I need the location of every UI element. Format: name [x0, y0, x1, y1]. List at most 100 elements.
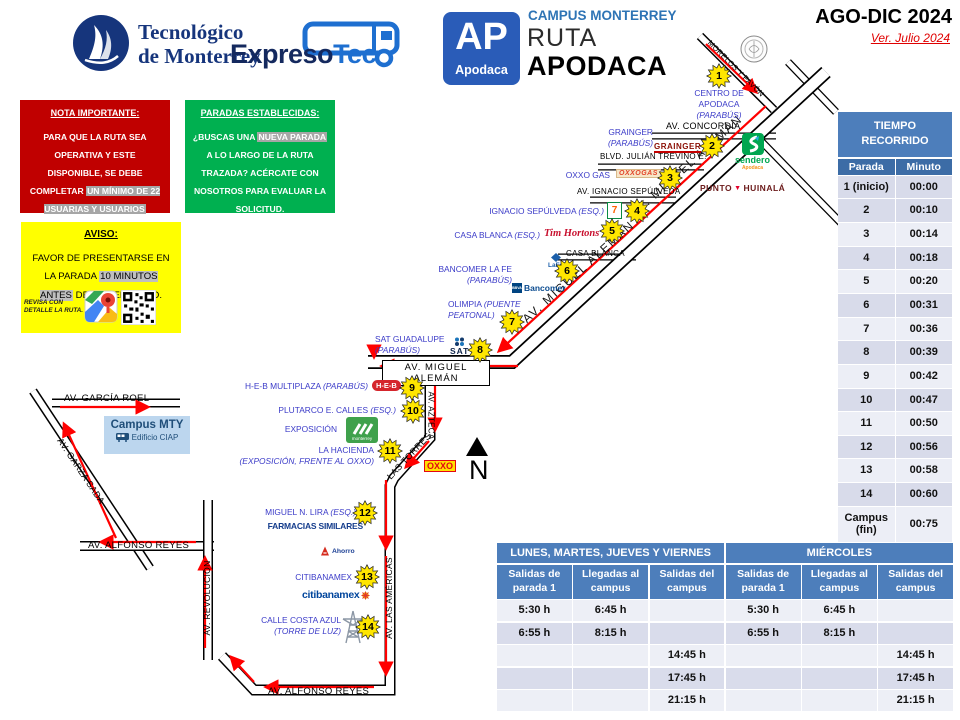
schedule-table: LUNES, MARTES, JUEVES Y VIERNES MIÉRCOLE…	[497, 543, 953, 711]
stop-marker-12: 12	[352, 500, 378, 526]
schedule-cell: 6:55 h	[497, 622, 572, 644]
stop-marker-9: 9	[399, 375, 425, 401]
tiempo-cell: 00:58	[895, 459, 952, 483]
schedule-cell: 8:15 h	[573, 622, 648, 644]
tiempo-cell: 00:60	[895, 483, 952, 506]
expresotec-wordmark: ExpresoTec	[230, 39, 377, 70]
tiempo-cell: 3	[838, 223, 895, 246]
schedule-cell	[878, 622, 953, 644]
stop-marker-11: 11	[377, 438, 403, 464]
grainger-label: GRAINGER	[654, 142, 702, 153]
tiempo-cell: 00:50	[895, 412, 952, 435]
ahorro-mark-icon	[321, 546, 329, 556]
stop-marker-13: 13	[354, 564, 380, 590]
tiempo-cell: 00:47	[895, 388, 952, 412]
tiempo-cell: 00:18	[895, 246, 952, 270]
street-alfonso-reyes-upper: AV. ALFONSO REYES	[88, 540, 190, 551]
stop11-sub: (EXPOSICIÓN, FRENTE AL OXXO)	[239, 455, 375, 466]
stop-marker-5: 5	[599, 218, 625, 244]
stop-marker-7: 7	[499, 309, 525, 335]
stop-label-1: CENTRO DE APODACA(PARABÚS)	[681, 88, 757, 121]
ruta-label: RUTA	[527, 24, 598, 52]
la-fe-logo: LaFe	[548, 253, 563, 269]
stop-number-2: 2	[709, 140, 715, 152]
schedule-cell: 5:30 h	[725, 600, 801, 621]
schedule-cell	[573, 690, 648, 711]
aviso-note-title: AVISO:	[84, 229, 118, 240]
campus-box-row: Edificio CIAP	[104, 433, 190, 442]
important-note-box: NOTA IMPORTANTE: PARA QUE LA RUTA SEA OP…	[20, 100, 170, 232]
route-badge-name: Apodaca	[455, 63, 508, 77]
tiempo-cell: 00:56	[895, 435, 952, 459]
stop1-name: CENTRO DE APODACA	[694, 88, 744, 109]
schedule-cell	[497, 645, 572, 666]
huinala-label: HUINALÁ	[743, 183, 786, 193]
bus-icon	[115, 433, 129, 442]
stop-label-3: OXXO GAS	[566, 170, 610, 181]
schedule-cell	[573, 667, 648, 689]
tiempo-table-header: Parada Minuto	[838, 158, 952, 175]
aviso-note-box: AVISO: FAVOR DE PRESENTARSE EN LA PARADA…	[21, 222, 181, 333]
heb-label: H-E-B	[372, 380, 401, 391]
stop-number-14: 14	[362, 621, 374, 633]
punto-huinala-logo: PUNTO▼HUINALÁ	[700, 183, 785, 193]
tiempo-cell: 00:36	[895, 317, 952, 341]
schedule-cell: 6:45 h	[573, 600, 648, 621]
citibanamex-logo: citibanamex	[302, 589, 370, 601]
stop-label-2: GRAINGER(PARABÚS)	[608, 127, 653, 149]
tiempo-table-title: TIEMPO RECORRIDO	[838, 112, 952, 157]
qr-code-icon	[121, 290, 156, 325]
schedule-col-header: Salidas de parada 1	[497, 564, 572, 599]
paradas-note-pre: ¿BUSCAS UNA	[192, 132, 258, 142]
stop-number-10: 10	[407, 405, 419, 417]
tiempo-cell: 00:42	[895, 364, 952, 388]
street-las-americas: AV. LAS AMÉRICAS	[384, 557, 394, 639]
tiempo-cell: 8	[838, 341, 895, 364]
seven-eleven-logo: 7	[607, 202, 622, 219]
schedule-col-header: Salidas del campus	[878, 564, 953, 599]
stop-marker-8: 8	[467, 337, 493, 363]
apodaca-seal-icon	[740, 35, 768, 63]
punto-triangle-icon: ▼	[734, 184, 742, 192]
schedule-cell	[649, 622, 725, 644]
stop8-name: SAT GUADALUPE	[375, 334, 445, 344]
stop-number-3: 3	[667, 172, 673, 184]
stop6-name: BANCOMER LA FE	[438, 264, 512, 274]
paradas-note-box: PARADAS ESTABLECIDAS: ¿BUSCAS UNA NUEVA …	[185, 100, 335, 214]
schedule-cell	[725, 690, 801, 711]
street-concordia: AV. CONCORDIA	[666, 121, 741, 131]
sendero-logo: sendero Apodaca	[735, 133, 770, 171]
stop-label-5: CASA BLANCA (ESQ.)	[454, 230, 540, 241]
aviso-note-post: DE LO SEÑALADO.	[72, 289, 163, 301]
campus-mty-box: Campus MTY Edificio CIAP	[104, 416, 190, 454]
tiempo-cell: Campus (fin)	[838, 506, 895, 543]
stop7-sub: (PUENTE PEATONAL)	[448, 299, 521, 320]
tiempo-cell: 14	[838, 483, 895, 506]
stop-marker-1: 1	[706, 63, 732, 89]
stop2-name: GRAINGER	[608, 127, 653, 137]
bbva-mark: BBVA	[512, 283, 522, 293]
tiempo-cell: 11	[838, 412, 895, 435]
schedule-cell: 17:45 h	[878, 667, 953, 689]
tiempo-cell: 00:75	[895, 506, 952, 543]
schedule-cell	[878, 600, 953, 621]
punto-label: PUNTO	[700, 183, 733, 193]
grainger-logo: GRAINGER	[654, 142, 702, 153]
schedule-cell	[497, 690, 572, 711]
tec-line2: de Monterrey	[138, 43, 261, 68]
stop9-sub: (PARABÚS)	[323, 381, 368, 391]
schedule-cell: 21:15 h	[649, 690, 725, 711]
sendero-mark-icon	[741, 133, 764, 155]
version-label: Ver. Julio 2024	[870, 31, 950, 45]
tec-line1: Tecnológico	[138, 20, 244, 44]
tim-hortons-logo: Tim Hortons	[544, 228, 599, 239]
important-note-pre: PARA QUE LA RUTA SEA OPERATIVA Y ESTE DI…	[29, 132, 147, 196]
oxxo-label: OXXO	[424, 460, 457, 472]
stop-label-13: CITIBANAMEX	[295, 572, 352, 583]
stop-number-8: 8	[477, 344, 483, 356]
schedule-cell: 14:45 h	[649, 645, 725, 666]
tiempo-recorrido-table: TIEMPO RECORRIDO Parada Minuto 1 (inicio…	[838, 112, 952, 543]
stop-marker-2: 2	[699, 133, 725, 159]
important-note-title: NOTA IMPORTANTE:	[50, 108, 140, 118]
